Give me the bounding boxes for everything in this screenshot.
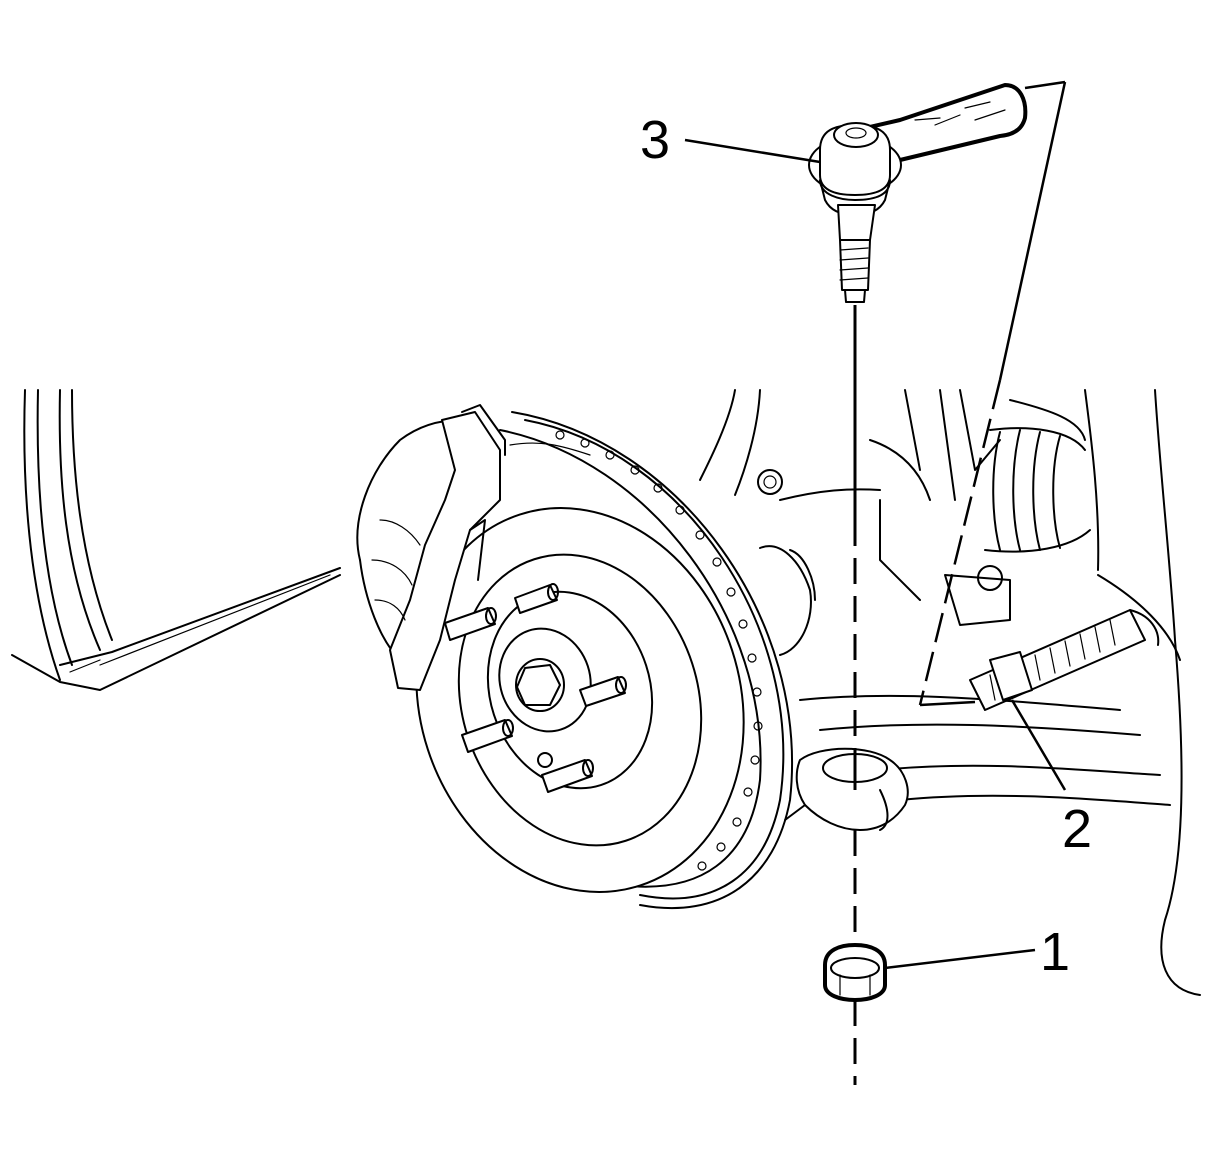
lug-stud xyxy=(541,759,594,793)
wheel-hub xyxy=(444,583,627,793)
steering-knuckle-arm xyxy=(784,747,909,831)
lug-stud xyxy=(461,719,514,753)
lug-stud xyxy=(444,607,497,641)
callout-label-1: 1 xyxy=(1040,922,1070,982)
nut xyxy=(823,943,887,1002)
cv-axle-boot xyxy=(759,427,1091,656)
callout-leader-2 xyxy=(1010,699,1067,791)
assembly-guide-lines xyxy=(918,80,1067,707)
callout-leader-1 xyxy=(884,948,1036,970)
inner-tie-rod xyxy=(969,609,1160,711)
fender-liner xyxy=(11,389,341,691)
lug-stud xyxy=(579,676,627,707)
outer-tie-rod-end xyxy=(808,83,1028,303)
brake-caliper xyxy=(356,404,506,691)
callout-label-3: 3 xyxy=(640,110,670,170)
callout-label-2: 2 xyxy=(1062,799,1092,859)
rotor-vent-holes xyxy=(555,430,763,871)
callout-leader-3 xyxy=(684,138,821,164)
subframe-structure xyxy=(699,389,1201,996)
lug-stud xyxy=(514,583,559,614)
